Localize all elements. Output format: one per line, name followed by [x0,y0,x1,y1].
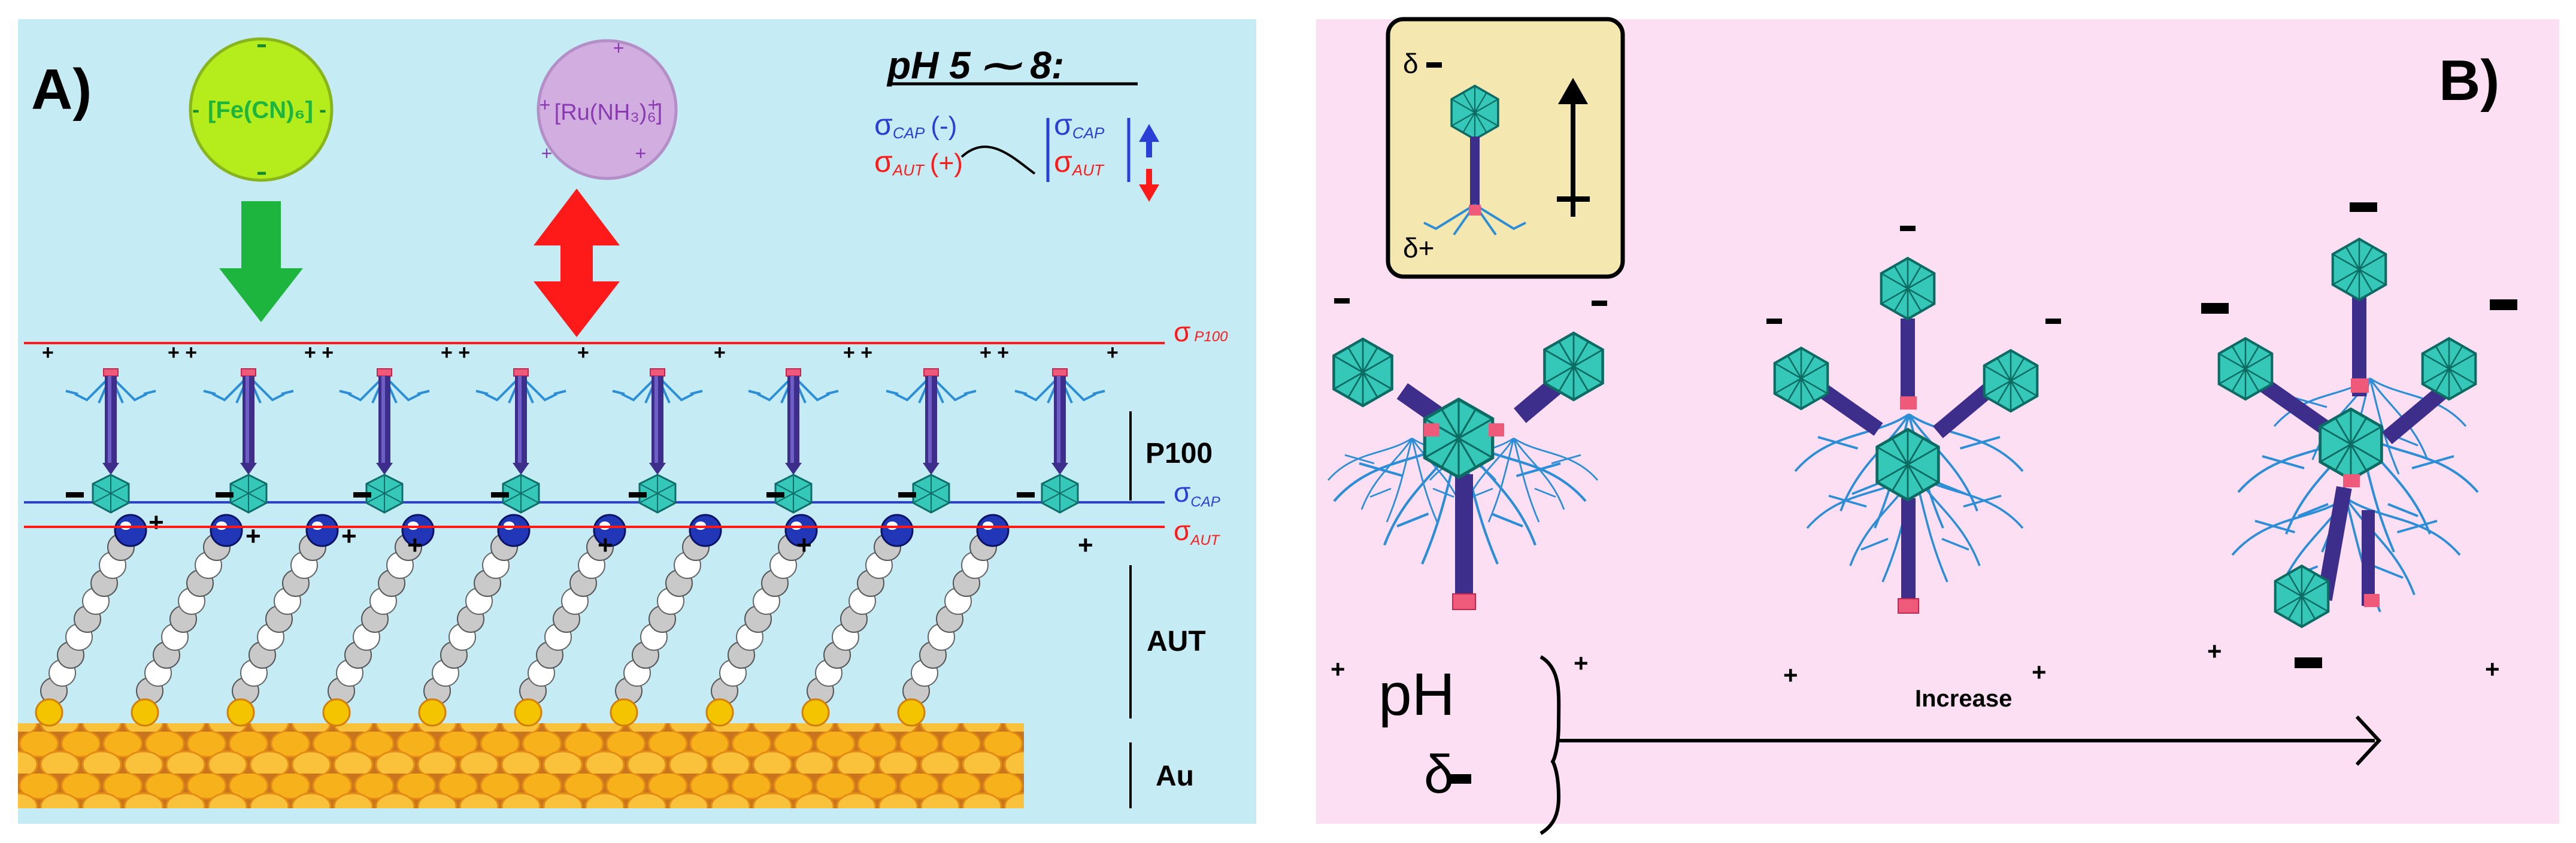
ph-range-title: pH 5 ⁓ 8: [886,44,1064,87]
panel-b-text-layer: B) δ δ+ pH δ Increase [1378,48,2499,805]
panel-b-diagram: + + + + [1327,17,2517,835]
panel-b: + + + + [1316,17,2559,835]
legend-sigma-aut: σAUT(+) [874,145,963,179]
red-double-arrow [534,189,620,337]
svg-text:+: + [648,94,659,116]
sigma-cap-label: σCAP [1174,477,1220,510]
svg-text:+: + [2207,637,2222,665]
inset-delta-plus: δ+ [1403,232,1434,263]
svg-text:+: + [541,142,553,164]
svg-text:+: + [1107,341,1119,364]
p100-layer-label: P100 [1145,438,1213,469]
hexaammine-label: [Ru(NH₃)₆] [554,100,663,125]
phage-cluster-low-ph [1327,298,1607,610]
legend-sigma-cap: σCAP(-) [874,108,957,142]
delta-label: δ [1424,745,1454,805]
increase-label: Increase [1915,686,2012,712]
ferricyanide-charge-right: - [319,97,326,122]
svg-text:+: + [1783,661,1798,689]
p100-minus-charges [66,492,1035,498]
green-down-arrow [219,201,303,322]
svg-text:+ +: + + [843,341,872,364]
ferricyanide-charge-left: - [192,97,199,122]
panel-a: + + + + + + + + + + + + + + + + + + + + + [18,19,1256,824]
svg-text:+: + [796,530,812,560]
svg-text:+: + [1331,655,1345,683]
svg-text:+: + [2485,655,2500,683]
svg-text:+: + [2032,658,2047,686]
svg-text:+: + [714,341,726,364]
legend-sigma-aut-result: σAUT [1054,145,1105,179]
sigma-aut-label: σAUT [1174,515,1221,548]
svg-text:+: + [577,341,589,364]
svg-text:+ +: + + [304,341,334,364]
panel-a-diagram: + + + + + + + + + + + + + + + + + + + + + [18,37,1165,808]
ferricyanide-probe [189,37,334,182]
svg-text:+: + [635,142,647,164]
panel-a-text-layer: A) [Fe(CN)₆] - - [Ru(NH₃)₆] pH 5 ⁓ 8: σC… [31,44,1228,792]
panel-b-label: B) [2439,48,2499,113]
svg-text:+: + [42,341,54,364]
svg-text:+: + [1574,649,1589,677]
svg-text:+: + [1078,530,1093,560]
svg-text:+ +: + + [980,341,1009,364]
svg-text:+ +: + + [168,341,197,364]
ph-label: pH [1378,661,1455,728]
inset-delta-minus: δ [1403,48,1419,79]
hexaammine-probe [537,39,678,180]
increase-arrow-head [2355,715,2382,766]
au-layer-label: Au [1156,760,1194,792]
svg-text:+: + [149,508,164,537]
p100-plus-charges: + + + + + + + + + + + + + + [42,341,1119,364]
svg-text:+: + [598,530,613,560]
svg-text:+: + [540,94,551,116]
ferricyanide-label: [Fe(CN)₆] [208,97,313,123]
inset-box [1386,17,1625,279]
gold-substrate [18,723,1024,808]
svg-text:+: + [613,37,625,59]
bracket [1539,655,1561,835]
svg-text:+: + [407,530,423,560]
phage-cluster-high-ph [2201,202,2517,668]
svg-text:+ +: + + [441,341,470,364]
aut-layer-label: AUT [1147,626,1206,657]
legend-sigma-cap-result: σCAP [1054,108,1105,142]
phage-cluster-mid-ph [1766,226,2061,614]
panel-a-label: A) [31,57,92,122]
